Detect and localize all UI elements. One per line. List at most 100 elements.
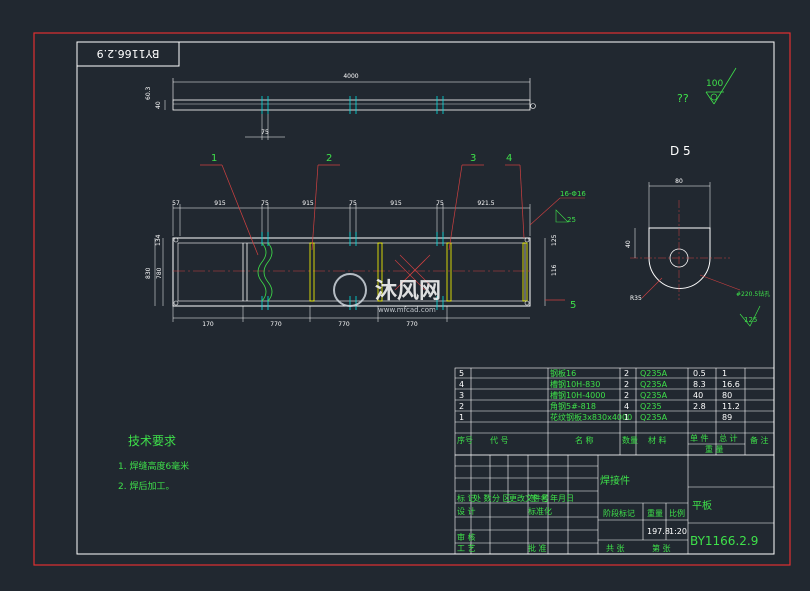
tech-requirements: 技术要求 1. 焊缝高度6毫米 2. 焊后加工。 bbox=[118, 434, 189, 492]
outer-frame bbox=[33, 32, 791, 566]
bom-cell: 花纹钢板3x830x4000 bbox=[550, 412, 632, 422]
bom-cell: 0.5 bbox=[693, 369, 706, 378]
tb-label: 签 名 bbox=[530, 493, 549, 503]
front-left-dim-3: 780 bbox=[156, 267, 163, 279]
bom-header: 材 料 bbox=[648, 435, 667, 445]
tb-label: 标准化 bbox=[528, 506, 552, 516]
bom-cell: 槽钢10H-4000 bbox=[550, 390, 605, 400]
roughness-symbol: 100 ?? bbox=[677, 67, 737, 105]
callout-4: 4 bbox=[506, 153, 512, 164]
bom-cell: 89 bbox=[722, 413, 732, 422]
front-top-dim-7: 75 bbox=[436, 200, 444, 207]
bom-cell: 80 bbox=[722, 391, 732, 400]
top-left-dim-a: 60.3 bbox=[145, 86, 152, 100]
bom-cell: Q235A bbox=[640, 369, 668, 378]
section-label: D 5 bbox=[670, 144, 691, 158]
section-width: 80 bbox=[675, 178, 683, 185]
tb-label: 处 数 bbox=[473, 493, 492, 503]
front-bottom-dim-2: 770 bbox=[270, 321, 282, 328]
tech-item-1: 1. 焊缝高度6毫米 bbox=[118, 460, 189, 472]
tb-label: 标 记 bbox=[457, 493, 476, 503]
bom-cell: 2.8 bbox=[693, 402, 706, 411]
bom-header: 单 件 bbox=[690, 433, 709, 443]
drawing-number-box bbox=[76, 41, 180, 67]
tb-label: 工 艺 bbox=[457, 544, 476, 553]
tb-label: 共 张 bbox=[606, 544, 625, 553]
top-left-dim-b: 40 bbox=[155, 101, 162, 109]
title-drawing-number: BY1166.2.9 bbox=[690, 534, 758, 548]
part-name: 焊接件 bbox=[600, 474, 630, 487]
bom-header: 重 量 bbox=[705, 444, 724, 454]
section-slope: 125 bbox=[744, 316, 757, 324]
bom-cell: 4 bbox=[624, 402, 629, 411]
top-overall-length: 4000 bbox=[343, 73, 358, 80]
bom-cell: 5 bbox=[459, 369, 464, 378]
bom-cell: 钢板16 bbox=[550, 368, 576, 378]
weld-size: 25 bbox=[567, 216, 576, 224]
bom-cell: 2 bbox=[624, 391, 629, 400]
bom-cell: Q235A bbox=[640, 391, 668, 400]
roughness-value: 100 bbox=[706, 79, 723, 89]
callout-3: 3 bbox=[470, 153, 476, 164]
callout-2: 2 bbox=[326, 153, 332, 164]
tb-label: 重量 bbox=[647, 508, 663, 518]
section-hole-note: #220.5钻孔 bbox=[736, 290, 770, 298]
front-top-dim-3: 75 bbox=[261, 200, 269, 207]
title-block bbox=[454, 454, 775, 555]
bom-cell: 1 bbox=[624, 413, 629, 422]
front-top-dim-4: 915 bbox=[302, 200, 314, 207]
tb-scale: 1:20 bbox=[669, 527, 687, 536]
tech-item-2: 2. 焊后加工。 bbox=[118, 480, 174, 492]
front-bottom-dim-3: 770 bbox=[338, 321, 350, 328]
bom-table bbox=[454, 367, 775, 456]
tb-label: 分 区 bbox=[492, 494, 511, 503]
bom-header: 总 计 bbox=[719, 433, 738, 443]
watermark-url: www.mfcad.com bbox=[378, 306, 436, 314]
front-bottom-dim-4: 770 bbox=[406, 321, 418, 328]
roughness-symbol-label: ?? bbox=[677, 92, 689, 105]
front-left-dim-1: 134 bbox=[155, 234, 162, 246]
bom-cell: 2 bbox=[624, 380, 629, 389]
bom-rows: 5 钢板16 2 Q235A 0.5 1 4 槽钢10H-830 2 Q235A… bbox=[457, 368, 769, 454]
bom-cell: 3 bbox=[459, 391, 464, 400]
top-bottom-dim: 75 bbox=[261, 129, 269, 136]
watermark: 沐风网 www.mfcad.com bbox=[333, 273, 441, 314]
front-top-dim-8: 921.5 bbox=[477, 200, 494, 207]
tb-label: 第 张 bbox=[652, 543, 671, 553]
bom-cell: 角钢5#-818 bbox=[550, 401, 596, 411]
bom-cell: 1 bbox=[459, 413, 464, 422]
bom-header: 代 号 bbox=[490, 435, 509, 445]
front-top-dim-2: 915 bbox=[214, 200, 226, 207]
section-view: D 5 80 40 R35 #220.5钻孔 125 bbox=[625, 144, 770, 327]
bom-cell: Q235 bbox=[640, 402, 662, 411]
front-bottom-dim-1: 170 bbox=[202, 321, 214, 328]
callout-5: 5 bbox=[570, 300, 576, 311]
tb-label: 更改文件号 bbox=[509, 493, 549, 503]
callout-1: 1 bbox=[211, 153, 217, 164]
bom-cell: 16.6 bbox=[722, 380, 740, 389]
inner-frame bbox=[76, 41, 775, 555]
bom-cell: 4 bbox=[459, 380, 464, 389]
bom-cell: Q235A bbox=[640, 380, 668, 389]
bom-cell: 8.3 bbox=[693, 380, 706, 389]
tb-label: 年月日 bbox=[550, 493, 574, 503]
front-view: 57 915 75 915 75 915 75 921.5 bbox=[145, 153, 586, 328]
front-left-dim-2: 830 bbox=[145, 267, 152, 279]
tb-weight: 197.8 bbox=[647, 527, 670, 536]
tb-label: 阶段标记 bbox=[603, 508, 635, 518]
bom-header: 备 注 bbox=[750, 435, 769, 445]
tech-title: 技术要求 bbox=[128, 434, 176, 448]
bom-cell: 11.2 bbox=[722, 402, 740, 411]
weld-note: 16-Φ16 bbox=[560, 190, 586, 198]
tb-label: 批 准 bbox=[528, 543, 547, 553]
bom-cell: 槽钢10H-830 bbox=[550, 379, 600, 389]
front-top-dim-6: 915 bbox=[390, 200, 402, 207]
bom-cell: 1 bbox=[722, 369, 727, 378]
section-height: 40 bbox=[625, 240, 632, 248]
bom-header: 数量 bbox=[622, 435, 638, 445]
tb-label: 设 计 bbox=[457, 506, 476, 516]
title-block-text: 焊接件 平板 BY1166.2.9 标 记 处 数 分 区 更改文件号 签 名 … bbox=[457, 474, 758, 553]
drawing-number-rotated: BY1166.2.9 bbox=[97, 47, 160, 60]
bom-cell: 40 bbox=[693, 391, 703, 400]
part-title: 平板 bbox=[692, 499, 712, 512]
